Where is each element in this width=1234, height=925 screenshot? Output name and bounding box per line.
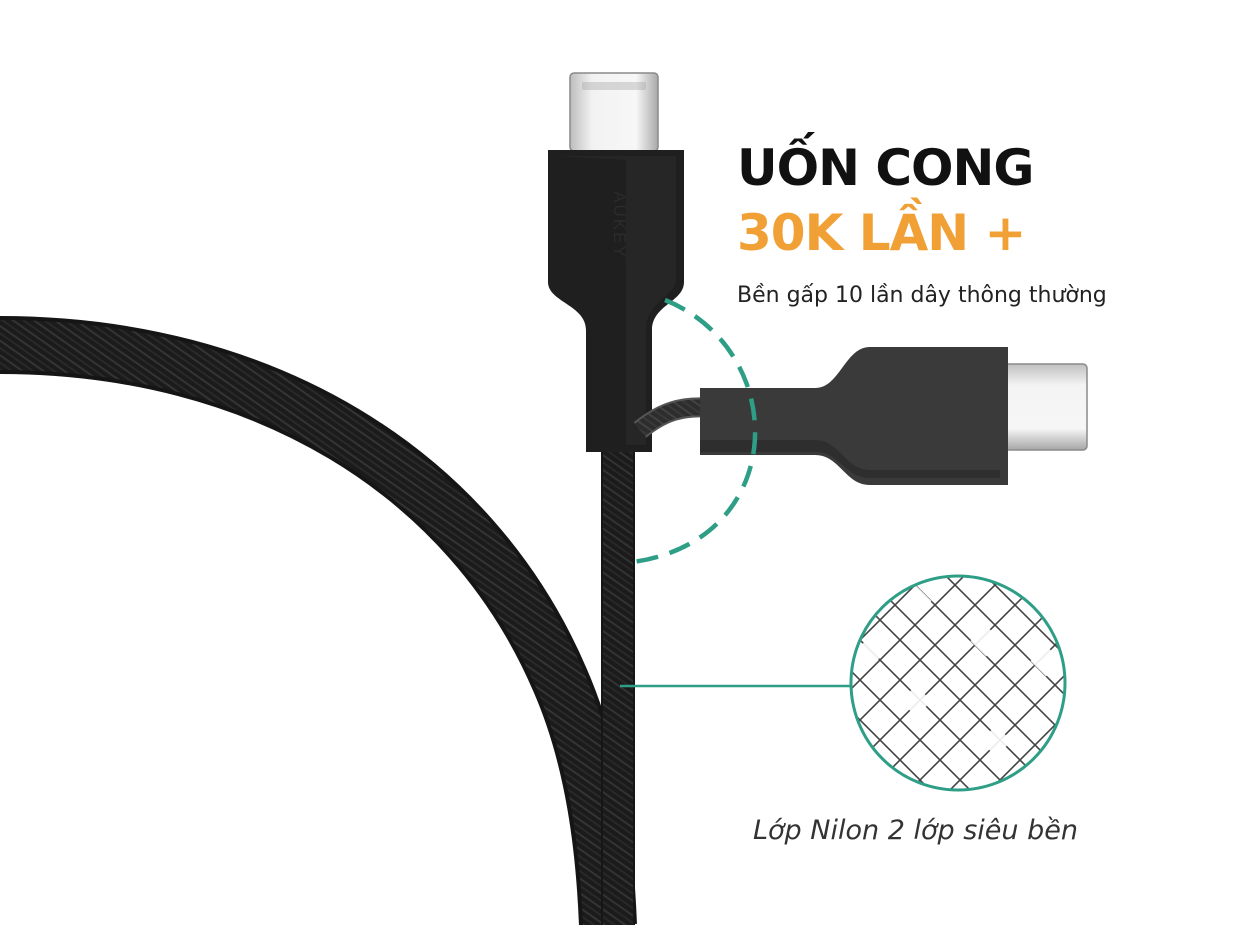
weave-caption: Lớp Nilon 2 lớp siêu bền: [753, 815, 1078, 846]
headline-accent: 30K LẦN +: [737, 204, 1026, 262]
braided-cable: [0, 316, 637, 925]
headline-title: UỐN CONG: [737, 139, 1034, 197]
bend-indicator-arc: [632, 297, 758, 565]
connector-brand-label: AUKEY: [895, 434, 963, 453]
usb-c-connector-icon: [548, 72, 684, 452]
connector-brand-label: AUKEY: [610, 191, 629, 259]
headline-subtitle: Bền gấp 10 lần dây thông thường: [737, 283, 1107, 308]
usb-c-connector-icon: [700, 347, 1088, 485]
